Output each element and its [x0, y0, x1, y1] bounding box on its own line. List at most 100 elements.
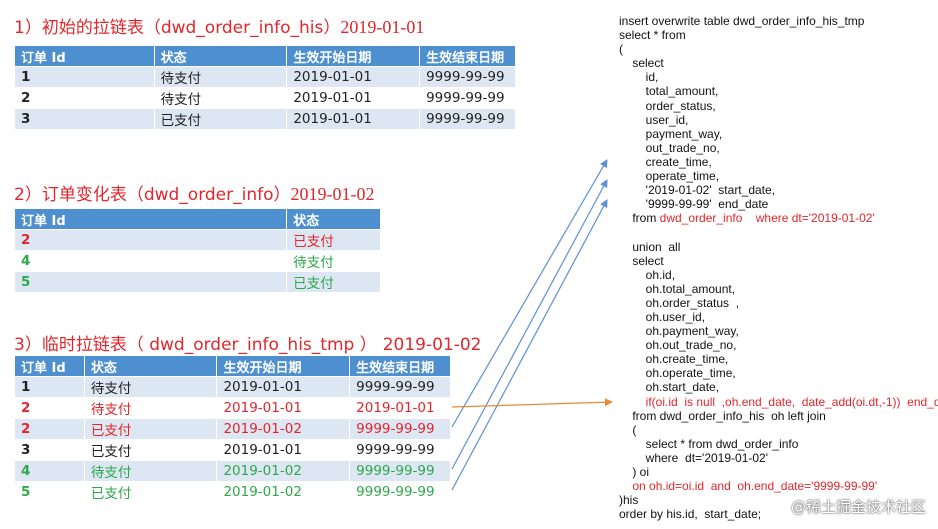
column-header: 生效结束日期 [419, 45, 516, 67]
order-id-cell: 5 [13, 271, 288, 293]
sql-line: )his [619, 493, 639, 508]
heading-text: 3）临时拉链表（ dwd_order_info_his_tmp ） [14, 335, 377, 355]
sql-line: oh.id, [619, 267, 676, 282]
sql-line: total_amount, [619, 84, 719, 99]
sql-line: oh.start_date, [619, 380, 720, 395]
table-row: 1 待支付 2019-01-01 9999-99-99 [14, 376, 451, 398]
heading-initial-zipper-table: 1）初始的拉链表（dwd_order_info_his）2019-01-01 [14, 13, 424, 38]
start-date-cell: 2019-01-01 [216, 397, 351, 419]
status-cell: 已支付 [83, 481, 218, 503]
arrow-row-2-closed [451, 398, 613, 408]
table-row: 4 待支付 2019-01-02 9999-99-99 [14, 460, 451, 482]
end-date-cell: 9999-99-99 [349, 481, 451, 503]
sql-line: oh.operate_time, [619, 366, 736, 381]
order-id-cell: 2 [14, 418, 85, 440]
table-row: 5 已支付 2019-01-02 9999-99-99 [14, 481, 451, 503]
heading-text: 1）初始的拉链表（dwd_order_info_his） [14, 18, 341, 38]
status-cell: 待支付 [83, 376, 218, 398]
sql-line: id, [619, 70, 659, 85]
order-id-cell: 3 [14, 108, 155, 130]
heading-temp-zipper-table: 3）临时拉链表（ dwd_order_info_his_tmp ）2019-01… [14, 330, 482, 355]
sql-line: oh.total_amount, [619, 281, 736, 296]
status-cell: 待支付 [153, 87, 288, 109]
table-row: 3 已支付 2019-01-01 9999-99-99 [14, 439, 451, 461]
column-header: 状态 [286, 208, 381, 230]
sql-line: where dt='2019-01-02' [619, 450, 769, 465]
start-date-cell: 2019-01-01 [216, 376, 351, 398]
heading-date: 2019-01-01 [340, 17, 425, 37]
table-row: 5 已支付 [13, 271, 381, 293]
sql-line: oh.payment_way, [619, 324, 739, 339]
sql-line: payment_way, [619, 126, 723, 141]
sql-line: order by his.id, start_date; [619, 507, 762, 522]
sql-line: oh.out_trade_no, [619, 338, 737, 353]
sql-line [619, 225, 938, 239]
sql-line: ( [619, 422, 637, 437]
start-date-cell: 2019-01-01 [286, 108, 421, 130]
arrow-row-5-paid [451, 199, 608, 491]
status-cell: 已支付 [286, 271, 381, 293]
column-header: 状态 [153, 45, 288, 67]
column-header: 订单 Id [13, 208, 288, 230]
start-date-cell: 2019-01-01 [286, 87, 421, 109]
heading-text: 2）订单变化表（dwd_order_info） [14, 185, 291, 205]
sql-line: ( [619, 42, 623, 57]
table-header-row: 订单 Id 状态 生效开始日期 生效结束日期 [14, 355, 451, 377]
sql-line: insert overwrite table dwd_order_info_hi… [619, 14, 865, 28]
start-date-cell: 2019-01-02 [216, 481, 351, 503]
start-date-cell: 2019-01-02 [216, 460, 351, 482]
heading-date: 2019-01-02 [290, 184, 375, 204]
sql-line: user_id, [619, 112, 689, 127]
order-id-cell: 4 [14, 460, 85, 482]
sql-line: select [619, 56, 664, 71]
table-header-row: 订单 Id 状态 [13, 208, 381, 230]
status-cell: 待支付 [83, 460, 218, 482]
end-date-cell: 9999-99-99 [419, 87, 516, 109]
sql-line: if(oi.id is null ,oh.end_date, date_add(… [619, 394, 938, 409]
sql-line: ) oi [619, 465, 650, 479]
status-cell: 待支付 [153, 66, 288, 88]
arrow-row-4-pending [451, 179, 608, 470]
start-date-cell: 2019-01-01 [286, 66, 421, 88]
sql-line: union all [619, 239, 681, 254]
status-cell: 已支付 [83, 418, 218, 440]
column-header: 生效开始日期 [286, 45, 421, 67]
sql-line: oh.order_status , [619, 295, 740, 310]
status-cell: 待支付 [286, 250, 381, 272]
sql-line: select * from dwd_order_info [619, 436, 799, 451]
end-date-cell: 9999-99-99 [349, 418, 451, 440]
status-cell: 待支付 [83, 397, 218, 419]
status-cell: 已支付 [153, 108, 288, 130]
sql-line: select * from [619, 28, 686, 43]
column-header: 状态 [83, 355, 218, 377]
sql-line: oh.create_time, [619, 352, 729, 367]
end-date-cell: 9999-99-99 [419, 66, 516, 88]
sql-line: order_status, [619, 98, 716, 113]
table-row: 3 已支付 2019-01-01 9999-99-99 [14, 108, 516, 130]
initial-zipper-table: 订单 Id 状态 生效开始日期 生效结束日期 1 待支付 2019-01-01 … [14, 45, 516, 130]
sql-code-block: insert overwrite table dwd_order_info_hi… [619, 14, 938, 521]
sql-line: select [619, 253, 664, 268]
end-date-cell: 9999-99-99 [419, 108, 516, 130]
sql-line: operate_time, [619, 169, 720, 184]
sql-line: from dwd_order_info where dt='2019-01-02… [619, 211, 875, 226]
watermark: @稀土掘金技术社区 [790, 498, 926, 516]
status-cell: 已支付 [286, 229, 381, 251]
order-change-table: 订单 Id 状态 2 已支付 4 待支付 5 已支付 [13, 208, 381, 293]
sql-line: on oh.id=oi.id and oh.end_date='9999-99-… [619, 479, 878, 494]
heading-order-change-table: 2）订单变化表（dwd_order_info）2019-01-02 [14, 180, 375, 205]
sql-line: '9999-99-99' end_date [619, 197, 769, 212]
start-date-cell: 2019-01-02 [216, 418, 351, 440]
table-row: 2 待支付 2019-01-01 9999-99-99 [14, 87, 516, 109]
order-id-cell: 1 [14, 376, 85, 398]
order-id-cell: 5 [14, 481, 85, 503]
sql-line: oh.user_id, [619, 309, 706, 324]
arrow-row-2-paid [451, 159, 608, 428]
sql-line: from dwd_order_info_his oh left join [619, 408, 826, 423]
table-row: 2 待支付 2019-01-01 2019-01-01 [14, 397, 451, 419]
sql-line: '2019-01-02' start_date, [619, 183, 776, 198]
table-row: 2 已支付 2019-01-02 9999-99-99 [14, 418, 451, 440]
end-date-cell: 9999-99-99 [349, 439, 451, 461]
temp-zipper-table: 订单 Id 状态 生效开始日期 生效结束日期 1 待支付 2019-01-01 … [14, 355, 451, 503]
